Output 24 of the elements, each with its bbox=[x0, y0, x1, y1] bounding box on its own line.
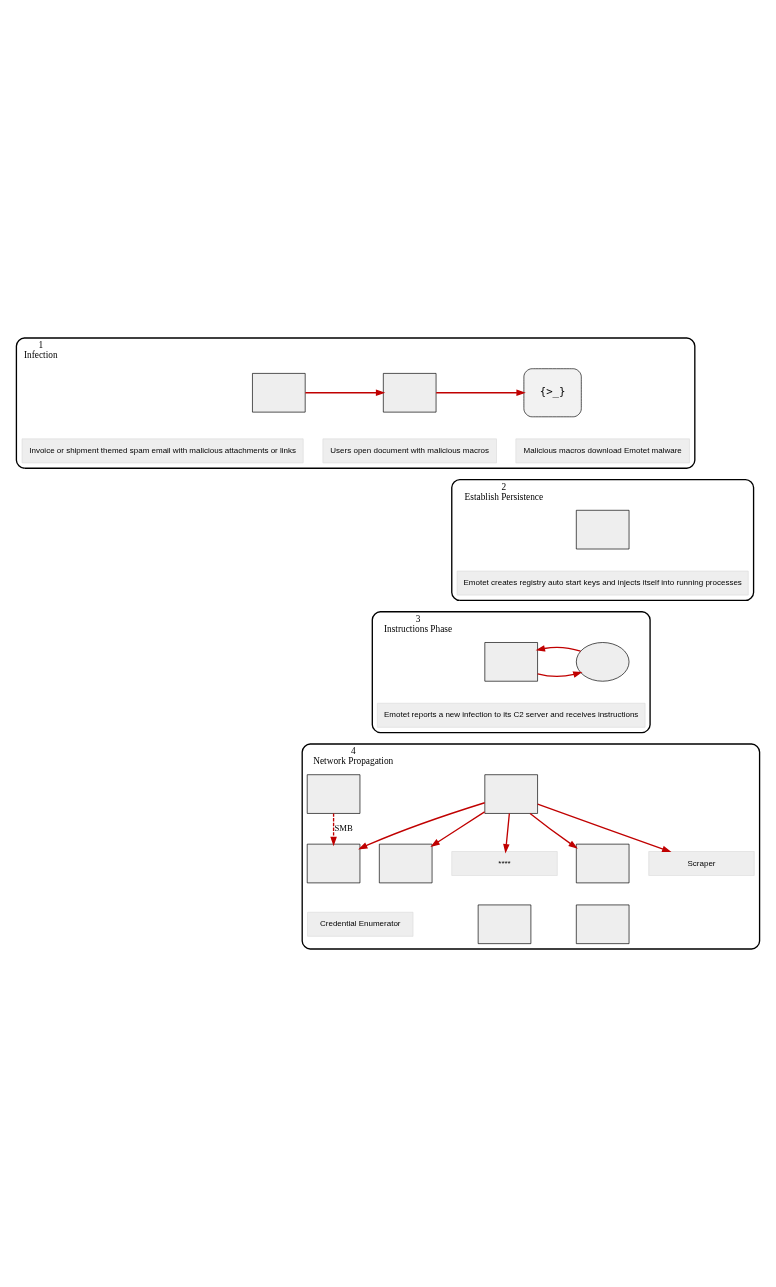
node-box bbox=[575, 843, 630, 884]
arrow bbox=[430, 811, 486, 847]
node-box bbox=[484, 774, 538, 814]
arrow bbox=[358, 802, 486, 850]
node-box: {>_} bbox=[523, 368, 582, 418]
arrow bbox=[330, 812, 337, 847]
arrow bbox=[537, 803, 672, 853]
node-box bbox=[477, 904, 532, 944]
node-box bbox=[575, 904, 630, 944]
arrow bbox=[529, 812, 578, 849]
edge-label: SMB bbox=[334, 823, 353, 834]
node-box bbox=[306, 774, 361, 814]
node-box bbox=[252, 373, 306, 413]
arrow bbox=[503, 812, 511, 854]
node-box bbox=[306, 843, 361, 884]
node-cloud bbox=[575, 642, 630, 682]
node-box bbox=[484, 642, 538, 682]
arrow bbox=[536, 671, 583, 678]
node-box bbox=[575, 509, 630, 550]
arrow bbox=[435, 389, 526, 397]
arrow bbox=[304, 389, 386, 397]
arrow bbox=[535, 645, 582, 652]
node-box bbox=[383, 373, 437, 413]
node-box bbox=[379, 843, 433, 884]
